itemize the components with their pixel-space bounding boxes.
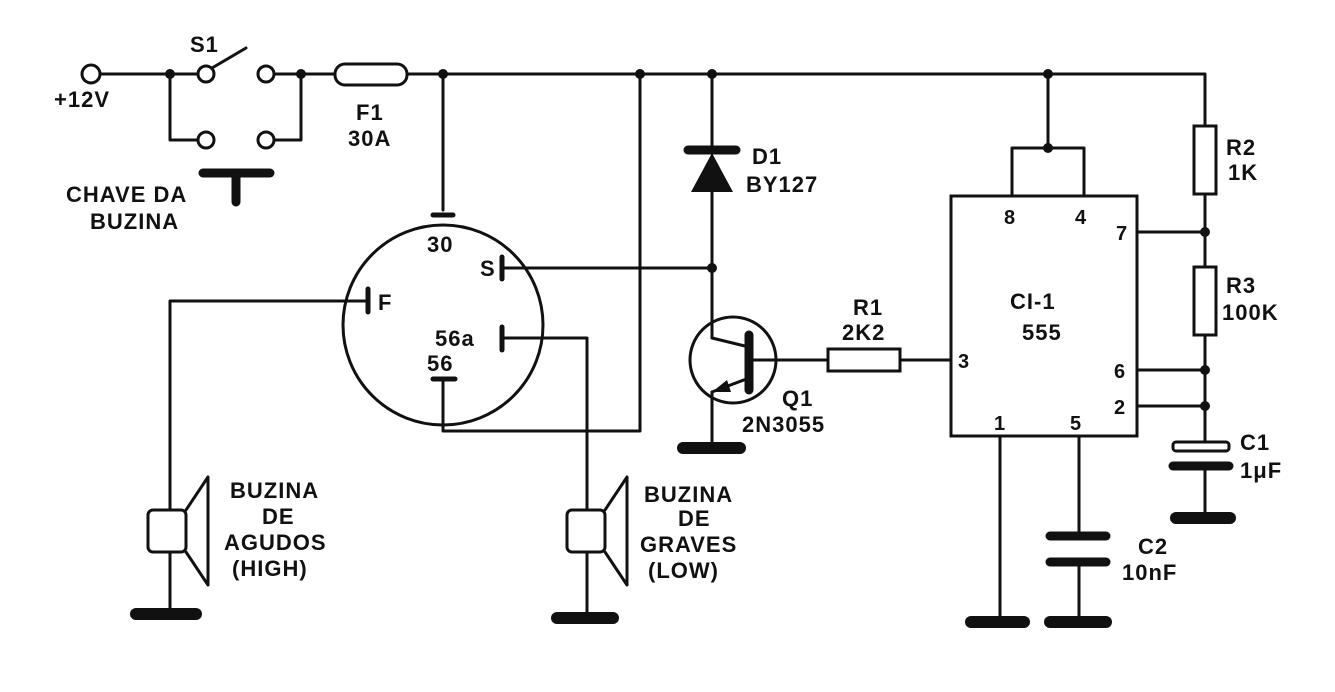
fuse-f1: F1 30A [333,62,409,151]
horn-low-line2: DE [678,506,711,531]
ic-pin-5: 5 [1070,413,1081,435]
relay-pin-56: 56 [427,351,453,376]
relay-pin-s: S [480,256,496,281]
resistor-r1-value: 2K2 [842,320,885,345]
ic-pin-6: 6 [1114,361,1125,383]
horn-low-line3: GRAVES [640,532,737,557]
resistor-r1-ref: R1 [853,295,883,320]
ic-value: 555 [1022,320,1062,345]
switch-s1-ref: S1 [190,32,219,57]
ic-pin-8: 8 [1004,207,1015,229]
timing-network: R2 1K R3 100K C1 1μF [1135,124,1282,524]
diode-d1-value: BY127 [746,172,818,197]
resistor-r1: R1 2K2 [826,295,953,373]
horn-high-line1: BUZINA [230,478,319,503]
diode-d1: D1 BY127 [683,72,818,340]
fuse-f1-value: 30A [348,126,391,151]
ic-pin-4: 4 [1075,207,1087,229]
horn-low-line1: BUZINA [644,482,733,507]
horn-switch-caption-line1: CHAVE DA [66,182,187,207]
supply-terminal: +12V [54,63,110,112]
resistor-r3-value: 100K [1222,300,1279,325]
ic-555: 8 4 7 3 6 2 1 5 CI-1 555 [949,72,1139,628]
resistor-r2-ref: R2 [1226,135,1256,160]
fuse-f1-ref: F1 [356,100,384,125]
ic-pin-2: 2 [1114,397,1125,419]
ic-ref: CI-1 [1010,289,1056,314]
transistor-q1: Q1 2N3055 [677,315,830,454]
capacitor-c2: C2 10nF [1044,434,1177,628]
ic-pin-1: 1 [994,413,1005,435]
relay: 30 S F 56a 56 [168,72,714,512]
resistor-r2-value: 1K [1228,160,1258,185]
capacitor-c2-ref: C2 [1138,534,1168,559]
relay-pin-30: 30 [427,232,453,257]
horn-switch-caption-line2: BUZINA [90,209,179,234]
supply-label: +12V [54,87,110,112]
capacitor-c1-value: 1μF [1240,458,1282,483]
capacitor-c2-value: 10nF [1122,560,1177,585]
resistor-r3-ref: R3 [1226,273,1256,298]
horn-high-line4: (HIGH) [232,556,308,581]
transistor-q1-value: 2N3055 [742,412,825,437]
horn-high: BUZINA DE AGUDOS (HIGH) [130,475,327,620]
horn-low: BUZINA DE GRAVES (LOW) [551,475,737,624]
diode-d1-ref: D1 [752,144,782,169]
horn-high-line2: DE [262,504,295,529]
horn-high-line3: AGUDOS [224,530,327,555]
ic-pin-3: 3 [958,351,969,373]
relay-pin-56a: 56a [435,326,475,351]
switch-s1: S1 CHAVE DA BUZINA [66,32,306,234]
transistor-q1-ref: Q1 [782,386,813,411]
horn-low-line4: (LOW) [648,558,719,583]
relay-pin-f: F [378,290,392,315]
capacitor-c1-ref: C1 [1240,430,1270,455]
ic-pin-7: 7 [1116,223,1127,245]
